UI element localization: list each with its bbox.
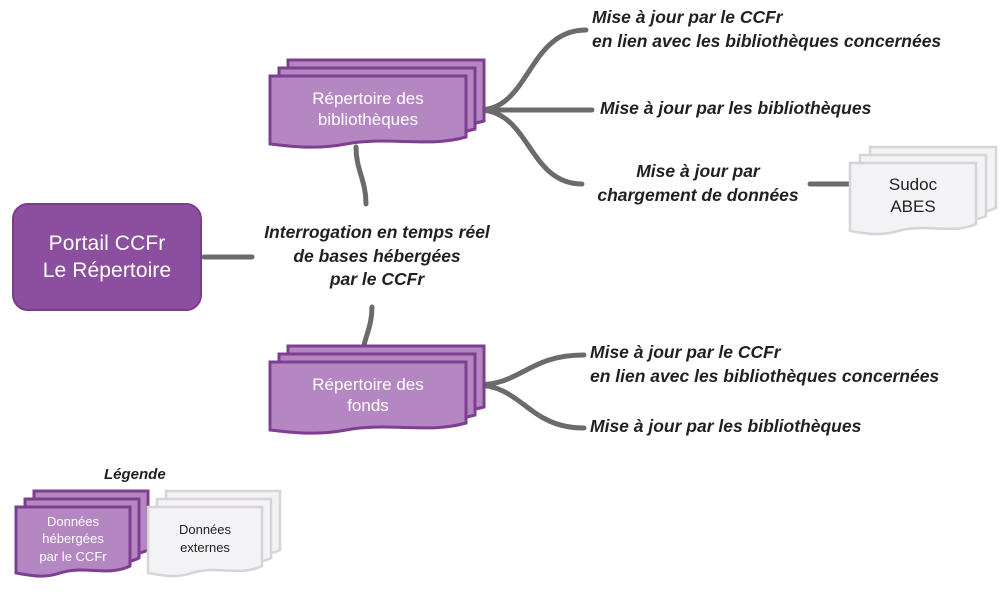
wire-trunk-top: [353, 144, 369, 207]
node-portail-ccfr[interactable]: Portail CCFr Le Répertoire: [12, 203, 202, 311]
annotation-biblio-mise-a-jour-ccfr: Mise à jour par le CCFr en lien avec les…: [592, 7, 942, 51]
annotation-interrogation-temps-reel: Interrogation en temps réel de bases héb…: [264, 222, 490, 290]
annotation-fonds-mise-a-jour-bibliotheques: Mise à jour par les bibliothèques: [590, 416, 862, 436]
card-front-shape: [848, 161, 978, 236]
node-repertoire-bibliotheques-line2: bibliothèques: [317, 110, 419, 129]
node-repertoire-fonds-label: Répertoire des fonds: [268, 360, 468, 436]
wire-fonds-branch-1: [473, 352, 587, 388]
legend-item-external: Données externes: [146, 489, 286, 579]
legend-item-hosted-label: Données hébergées par le CCFr: [14, 505, 132, 579]
card-front: Répertoire des fonds: [268, 360, 468, 436]
annotation-biblio-mise-a-jour-bibliotheques: Mise à jour par les bibliothèques: [600, 98, 872, 118]
legend-external-line1: Données: [178, 522, 232, 538]
legend-hosted-line1: Données: [46, 513, 100, 529]
node-portail-ccfr-line2: Le Répertoire: [42, 259, 172, 282]
wire-biblio-branch-3: [476, 107, 585, 187]
card-front-shape: [268, 74, 468, 149]
node-repertoire-fonds[interactable]: Répertoire des fonds: [268, 344, 488, 436]
card-front: Données externes: [146, 505, 264, 579]
card-front: Répertoire des bibliothèques: [268, 74, 468, 150]
legend-hosted-line2: hébergées: [42, 531, 104, 547]
legend-external-line2: externes: [180, 540, 230, 555]
node-sudoc-abes-label: Sudoc ABES: [848, 161, 978, 237]
node-portail-ccfr-line1: Portail CCFr: [48, 231, 166, 255]
annotation-fonds-mise-a-jour-ccfr: Mise à jour par le CCFr en lien avec les…: [590, 342, 940, 386]
legend-hosted-line3: par le CCFr: [39, 548, 107, 564]
annotation-biblio-chargement-donnees: Mise à jour par chargement de données: [597, 161, 799, 205]
card-front-shape: [14, 505, 132, 578]
card-front-shape: [146, 505, 264, 578]
card-front: Sudoc ABES: [848, 161, 978, 237]
node-sudoc-abes-line1: Sudoc: [888, 174, 938, 194]
legend-item-external-label: Données externes: [146, 505, 264, 579]
wire-biblio-branch-1: [476, 27, 589, 113]
node-repertoire-bibliotheques-line1: Répertoire des: [312, 88, 424, 108]
card-front-shape: [268, 360, 468, 435]
node-sudoc-abes[interactable]: Sudoc ABES: [848, 145, 998, 237]
legend-item-hosted: Données hébergées par le CCFr: [14, 489, 154, 579]
node-repertoire-fonds-line1: Répertoire des: [312, 374, 424, 394]
node-sudoc-abes-line2: ABES: [890, 197, 936, 216]
wire-fonds-branch-2: [473, 382, 587, 431]
node-repertoire-fonds-line2: fonds: [347, 396, 389, 415]
node-repertoire-bibliotheques-label: Répertoire des bibliothèques: [268, 74, 468, 150]
card-front: Données hébergées par le CCFr: [14, 505, 132, 579]
node-repertoire-bibliotheques[interactable]: Répertoire des bibliothèques: [268, 58, 488, 150]
legend-title: Légende: [104, 466, 166, 483]
